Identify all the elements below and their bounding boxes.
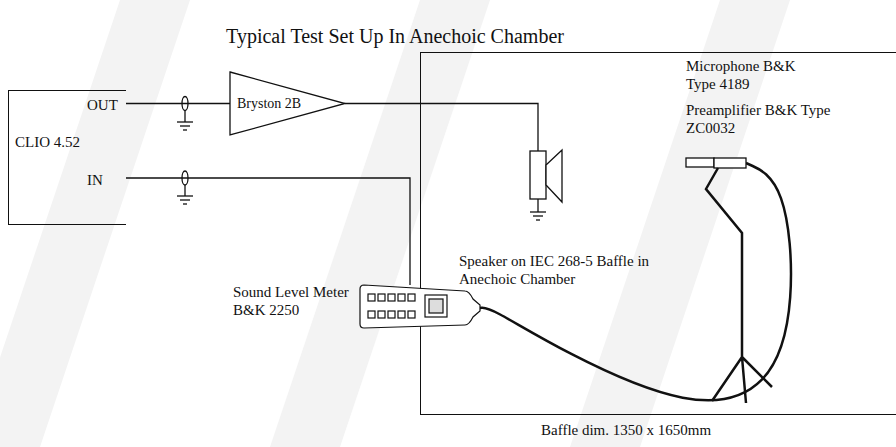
node-label: Preamplifier B&K Type ZC0032 [686, 101, 851, 137]
node-label: Microphone B&K Type 4189 [686, 57, 811, 93]
node-label: Sound Level Meter B&K 2250 [233, 283, 355, 319]
node-label: Baffle dim. 1350 x 1650mm [541, 421, 711, 439]
device-box: OUT CLIO 4.52IN [8, 90, 126, 225]
diagram-title: Typical Test Set Up In Anechoic Chamber [0, 24, 790, 48]
node-label: OUT [87, 96, 118, 114]
meter-symbol [360, 285, 480, 328]
anechoic-chamber: Speaker on IEC 268-5 Baffle in Anechoic … [420, 52, 896, 415]
signal-cable [345, 104, 538, 152]
microphone-stand [706, 168, 772, 403]
node-label: CLIO 4.52 [15, 133, 80, 151]
node-label: IN [87, 171, 103, 189]
microphone: Microphone B&K Type 4189Preamplifier B&K… [684, 57, 889, 412]
signal-cable [126, 178, 410, 285]
node-label: Bryston 2B [237, 95, 301, 113]
ground-symbol [177, 171, 193, 204]
watermark-stripes [0, 0, 790, 447]
amplifier-symbol [230, 72, 345, 135]
microphone-symbol [686, 158, 772, 403]
amplifier-triangle: Bryston 2B [230, 72, 345, 135]
signal-cable [126, 103, 230, 104]
node-label: Speaker on IEC 268-5 Baffle in Anechoic … [459, 252, 664, 288]
sound-level-meter: Sound Level Meter B&K 2250 [233, 283, 480, 328]
speaker-on-baffle: Speaker on IEC 268-5 Baffle in Anechoic … [456, 148, 676, 298]
ground-symbol [177, 97, 193, 131]
speaker-symbol [530, 150, 562, 220]
